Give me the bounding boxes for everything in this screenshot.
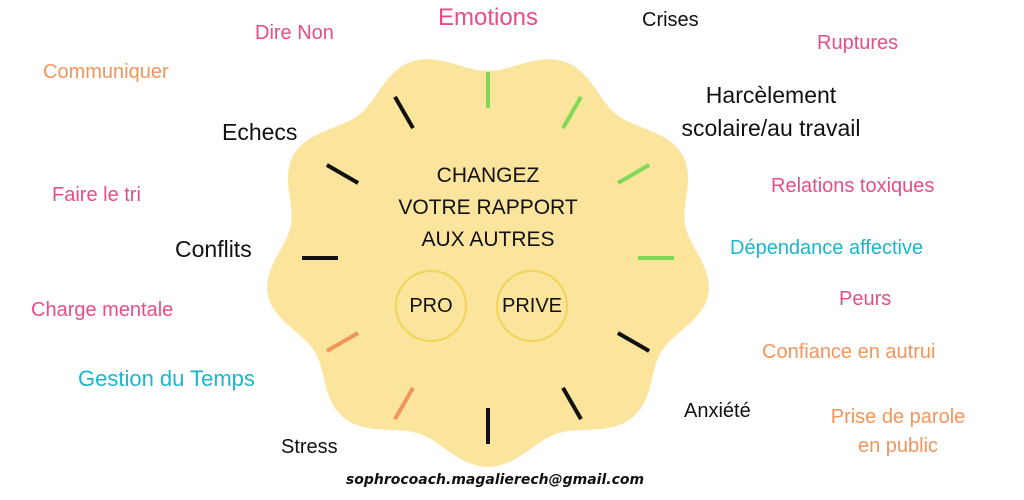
topic-dependance-affective: Dépendance affective bbox=[730, 237, 924, 259]
tick-mark bbox=[561, 95, 583, 130]
prive-label: PRIVE bbox=[501, 294, 563, 317]
topic-faire-le-tri: Faire le tri bbox=[52, 184, 141, 206]
tick-marks bbox=[302, 72, 674, 444]
topic-prise-de-parole: Prise de parole en public bbox=[831, 403, 966, 461]
topic-harcelement: Harcèlement scolaire/au travail bbox=[682, 79, 861, 145]
topic-prise-de-parole-line2: en public bbox=[857, 435, 939, 457]
center-title: CHANGEZ VOTRE RAPPORT AUX AUTRES bbox=[358, 160, 618, 256]
tick-mark bbox=[325, 163, 360, 185]
prive-circle: PRIVE bbox=[496, 270, 568, 342]
center-title-line2: VOTRE RAPPORT bbox=[398, 196, 578, 219]
topic-relations-toxiques: Relations toxiques bbox=[771, 175, 935, 197]
tick-mark bbox=[616, 163, 651, 185]
topic-confiance-en-autrui: Confiance en autrui bbox=[762, 341, 936, 363]
topic-emotions: Emotions bbox=[437, 4, 539, 31]
topic-peurs: Peurs bbox=[839, 288, 892, 310]
topic-stress: Stress bbox=[281, 436, 338, 458]
topic-echecs: Echecs bbox=[222, 119, 298, 145]
topic-crises: Crises bbox=[642, 9, 699, 31]
topic-communiquer: Communiquer bbox=[43, 61, 169, 83]
tick-mark bbox=[325, 331, 360, 353]
topic-ruptures: Ruptures bbox=[817, 32, 899, 54]
center-title-line1: CHANGEZ bbox=[436, 164, 540, 187]
tick-mark bbox=[393, 95, 415, 130]
tick-mark bbox=[393, 386, 415, 421]
topic-conflits: Conflits bbox=[175, 236, 252, 262]
topic-gestion-du-temps: Gestion du Temps bbox=[78, 366, 255, 391]
topic-charge-mentale: Charge mentale bbox=[31, 299, 174, 321]
topic-harcelement-line2: scolaire/au travail bbox=[681, 115, 861, 141]
pro-label: PRO bbox=[409, 294, 453, 317]
topic-anxiete: Anxiété bbox=[684, 400, 751, 422]
tick-mark bbox=[616, 331, 651, 353]
topic-harcelement-line1: Harcèlement bbox=[705, 82, 837, 108]
tick-mark bbox=[561, 386, 583, 421]
topic-dire-non: Dire Non bbox=[255, 22, 334, 44]
topic-prise-de-parole-line1: Prise de parole bbox=[830, 406, 966, 428]
center-title-line3: AUX AUTRES bbox=[421, 228, 555, 251]
scalloped-blob bbox=[267, 59, 709, 467]
contact-email: sophrocoach.magalierech@gmail.com bbox=[345, 472, 645, 488]
pro-circle: PRO bbox=[395, 270, 467, 342]
